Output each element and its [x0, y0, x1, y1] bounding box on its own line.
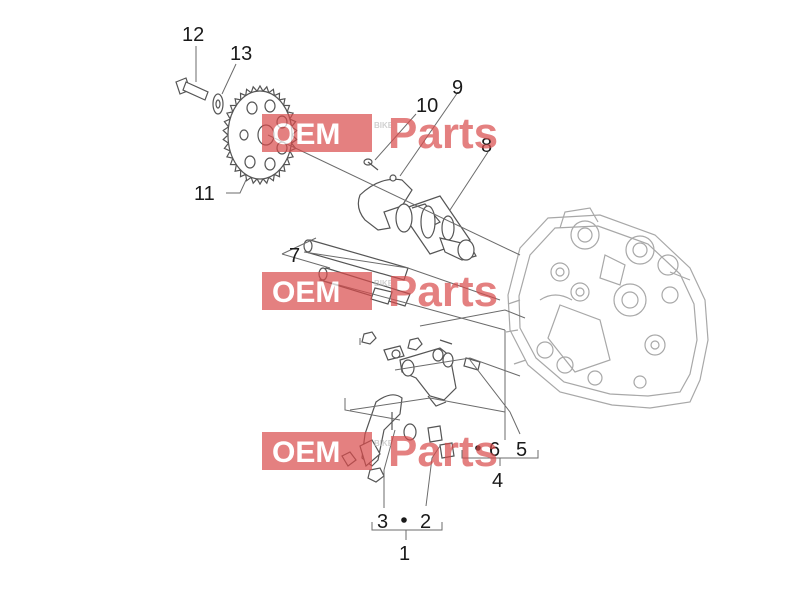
callout-12: 12 [182, 24, 204, 46]
callout-13: 13 [230, 43, 252, 65]
camshaft-retaining-plate [357, 174, 413, 231]
watermark-bike-3: BIKE [374, 439, 394, 448]
adjuster-nuts-upper [361, 331, 481, 371]
watermark-parts-1: Parts [388, 109, 498, 158]
watermark-oem-3: OEM [272, 436, 340, 469]
sprocket-washer [212, 93, 224, 115]
callout-6: 6 [489, 439, 500, 461]
watermark-bottom: OEM BIKE Parts [262, 427, 498, 476]
exhaust-rocker-arm [383, 345, 457, 407]
watermark-bike-1: BIKE [374, 121, 394, 130]
callout-11: 11 [194, 183, 215, 205]
watermark-bike-2: BIKE [374, 279, 394, 288]
callout-7: 7 [289, 245, 300, 267]
callout-2: 2 [420, 511, 431, 533]
watermark-oem-1: OEM [272, 118, 340, 151]
callout-3: 3 [377, 511, 388, 533]
watermark-oem-2: OEM [272, 276, 340, 309]
leader-lines [195, 46, 539, 540]
camshaft [395, 195, 477, 261]
callout-1: 1 [399, 543, 410, 565]
callout-9: 9 [452, 77, 463, 99]
callout-dot-1 [401, 517, 407, 523]
sprocket-bolt [175, 77, 209, 101]
watermark-parts-2: Parts [388, 267, 498, 316]
plate-screw [363, 158, 379, 171]
callout-dot-4 [475, 445, 481, 451]
callout-8: 8 [481, 135, 492, 157]
watermark-middle: OEM BIKE Parts [262, 267, 498, 316]
cylinder-head [505, 207, 709, 409]
callout-5: 5 [516, 439, 527, 461]
callout-10: 10 [416, 95, 438, 117]
watermark-top: OEM BIKE Parts [262, 109, 498, 158]
callout-4: 4 [492, 470, 503, 492]
watermark-parts-3: Parts [388, 427, 498, 476]
